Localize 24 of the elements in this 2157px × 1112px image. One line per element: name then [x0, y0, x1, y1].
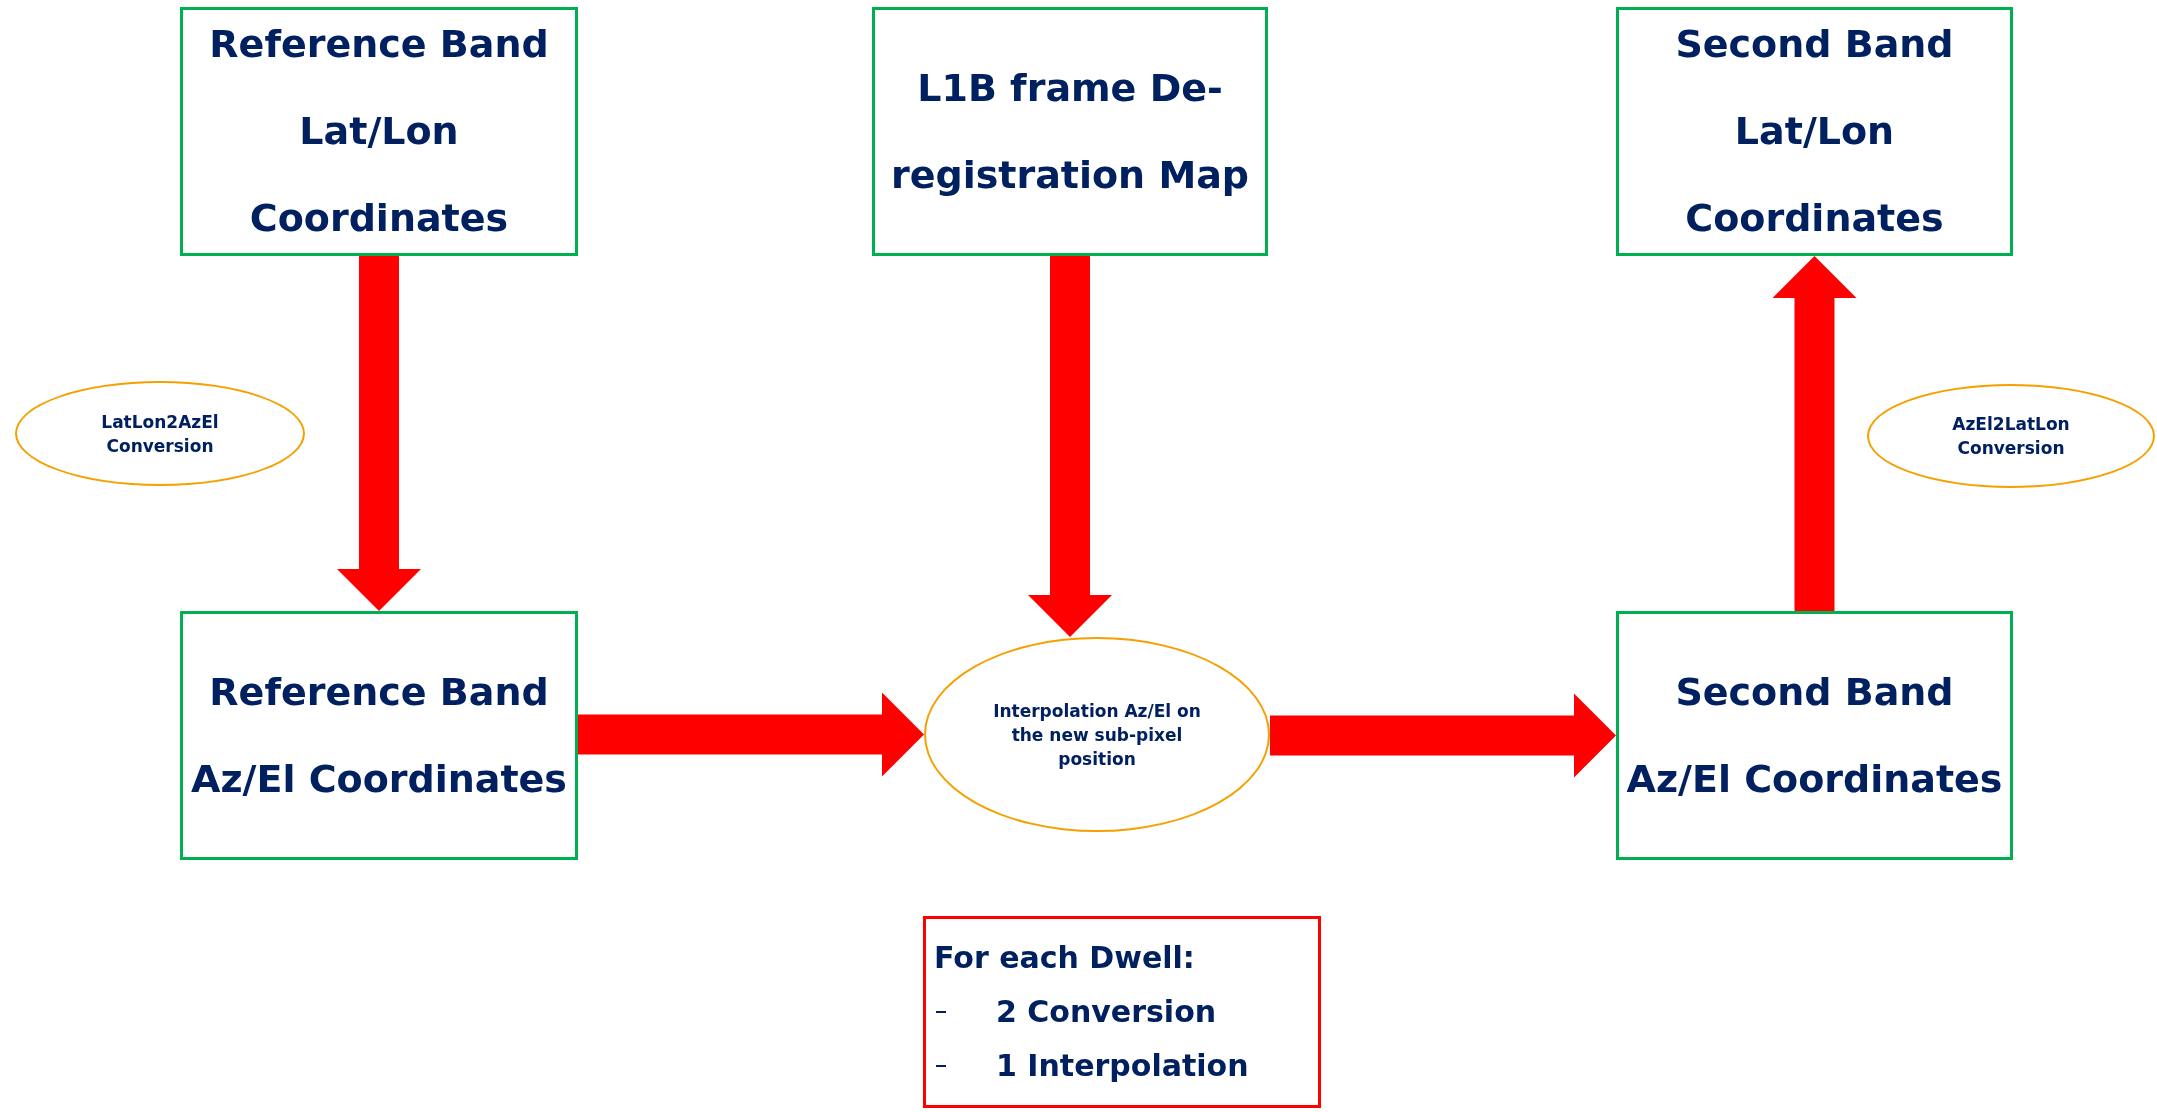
node-label: L1B frame De-registration Map [889, 64, 1251, 199]
block-arrow [1028, 256, 1112, 637]
node-label: LatLon2AzEl Conversion [100, 410, 220, 458]
list-item: 2 Conversion [996, 993, 1217, 1031]
process-ellipse [1867, 384, 2155, 488]
process-box [872, 7, 1268, 256]
process-box [1616, 611, 2013, 860]
list-item: 1 Interpolation [996, 1047, 1249, 1085]
block-arrow [1270, 693, 1616, 778]
block-arrow [337, 256, 421, 611]
node-label: Reference Band Az/El Coordinates [190, 668, 568, 803]
node-label: Second Band Lat/Lon Coordinates [1674, 21, 1955, 242]
node-label: Interpolation Az/El on the new sub-pixel position [992, 699, 1202, 771]
note-box [923, 916, 1321, 1108]
note-heading: For each Dwell: [934, 939, 1195, 977]
process-box [180, 611, 578, 860]
node-label: Second Band Az/El Coordinates [1625, 668, 2004, 803]
process-box [1616, 7, 2013, 256]
block-arrow [578, 692, 924, 777]
node-label: Reference Band Lat/Lon Coordinates [208, 21, 550, 242]
process-ellipse [924, 637, 1270, 832]
process-box [180, 7, 578, 256]
node-label: AzEl2LatLon Conversion [1951, 413, 2071, 460]
process-ellipse [15, 381, 305, 486]
